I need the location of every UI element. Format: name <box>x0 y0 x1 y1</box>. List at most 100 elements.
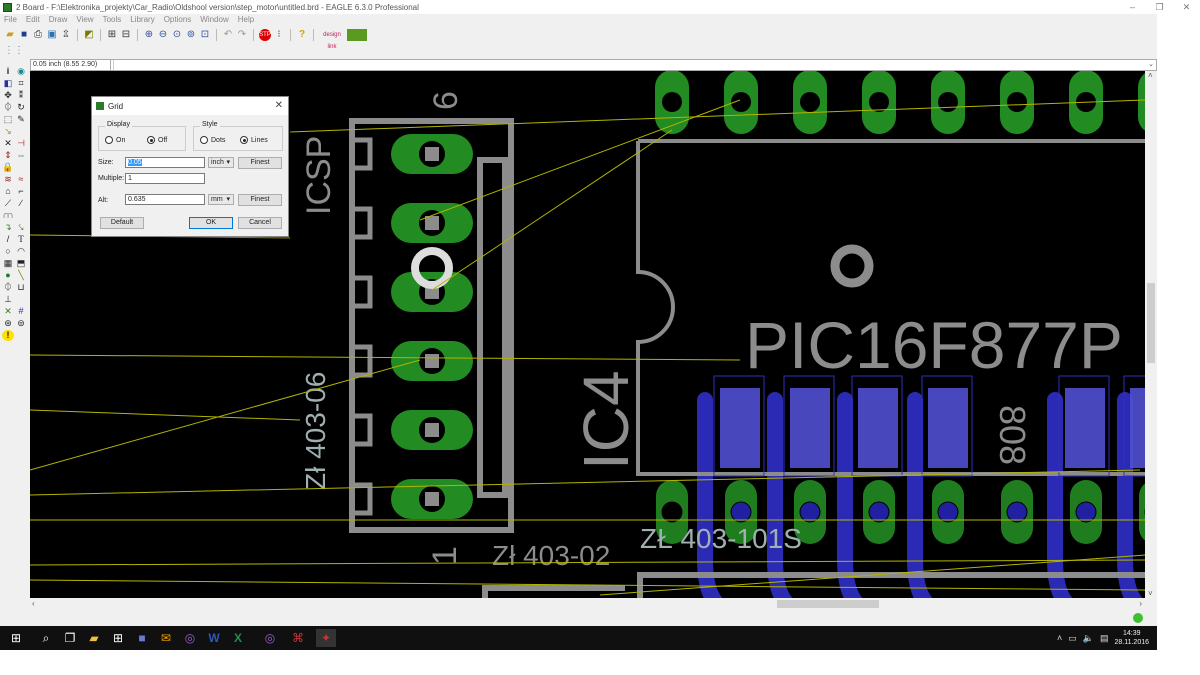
menu-draw[interactable]: Draw <box>48 15 68 24</box>
signal-icon[interactable]: ╲ <box>18 270 24 280</box>
zoom-select-icon[interactable]: ⊙ <box>172 29 182 40</box>
style-lines-radio[interactable]: Lines <box>240 136 268 144</box>
go-icon[interactable]: ⁝ <box>277 29 281 40</box>
copy-icon[interactable]: ⁑ <box>18 90 24 100</box>
menu-edit[interactable]: Edit <box>25 15 40 24</box>
cam-icon[interactable]: ▣ <box>47 29 57 40</box>
drc-icon[interactable]: ⊜ <box>17 318 25 328</box>
change-icon[interactable]: ✎ <box>17 114 25 124</box>
size-input[interactable]: 0.05 <box>125 157 205 168</box>
chrome-icon[interactable]: ◎ <box>184 631 196 645</box>
vertical-scrollbar[interactable]: ˄ ˅ <box>1145 71 1157 598</box>
mark-icon[interactable]: ⌗ <box>18 78 24 88</box>
show-icon[interactable]: ◉ <box>17 66 25 76</box>
size-finest-button[interactable]: Finest <box>238 157 282 169</box>
style-dots-radio[interactable]: Dots <box>200 136 225 144</box>
dimension-icon[interactable]: ⊥ <box>4 294 12 304</box>
scroll-up-icon[interactable]: ˄ <box>1148 71 1153 80</box>
board-icon[interactable]: ◩ <box>84 29 94 40</box>
wire-icon[interactable]: ⩋ <box>3 210 13 220</box>
display-off-radio[interactable]: Off <box>147 136 167 144</box>
smash-icon[interactable]: ≋ <box>4 174 12 184</box>
delete-icon[interactable]: ✕ <box>4 138 12 148</box>
errors-icon[interactable]: ! <box>2 330 14 341</box>
alt-unit-dropdown[interactable]: mm <box>208 194 234 205</box>
command-input[interactable] <box>113 60 1146 70</box>
tray-overflow-icon[interactable]: ˄ <box>1056 633 1063 643</box>
task-view-icon[interactable]: ❐ <box>64 631 76 645</box>
save-app-icon[interactable]: ■ <box>138 631 146 645</box>
move-icon[interactable]: ✥ <box>4 90 12 100</box>
cancel-button[interactable]: Cancel <box>238 217 282 229</box>
erc-icon[interactable]: ⊛ <box>4 318 12 328</box>
chrome-icon-2[interactable]: ◎ <box>264 631 276 645</box>
display-layers-icon[interactable]: ◧ <box>3 78 13 88</box>
clock[interactable]: 14:39 28.11.2016 <box>1114 629 1149 647</box>
multiple-input[interactable]: 1 <box>125 173 205 184</box>
menu-library[interactable]: Library <box>130 15 155 24</box>
ok-button[interactable]: OK <box>189 217 233 229</box>
lock-icon[interactable]: 🔒 <box>2 162 14 172</box>
arc-icon[interactable]: ◠ <box>17 246 25 256</box>
zoom-area-icon[interactable]: ⊡ <box>200 29 210 40</box>
ripup-icon[interactable]: ∕ <box>20 198 22 208</box>
add-icon[interactable]: ⊣ <box>17 138 25 148</box>
circle-icon[interactable]: ○ <box>5 246 11 256</box>
word-icon[interactable]: W <box>208 631 220 645</box>
dialog-close-icon[interactable]: ✕ <box>274 100 283 111</box>
command-history-dropdown[interactable]: ⌄ <box>1148 61 1154 68</box>
value-icon[interactable]: ⇔ <box>16 150 26 160</box>
alt-input[interactable]: 0.635 <box>125 194 205 205</box>
network-icon[interactable]: ▭ <box>1068 632 1077 643</box>
line-icon[interactable]: / <box>6 234 10 244</box>
store-icon[interactable]: ⊞ <box>112 631 124 645</box>
undo-icon[interactable]: ↶ <box>223 29 233 40</box>
menu-help[interactable]: Help <box>237 15 255 24</box>
redo-icon[interactable]: ↷ <box>237 29 247 40</box>
outlook-icon[interactable]: ✉ <box>160 631 172 645</box>
route-icon[interactable]: ⟋ <box>4 198 12 208</box>
scroll-left-icon[interactable]: ‹ <box>32 599 35 608</box>
display-on-radio[interactable]: On <box>105 136 125 144</box>
rotate-icon[interactable]: ↻ <box>17 102 25 112</box>
text-icon[interactable]: T <box>18 234 24 244</box>
rect-icon[interactable]: ▦ <box>3 258 13 268</box>
excel-icon[interactable]: X <box>233 631 242 645</box>
notifications-icon[interactable]: ▤ <box>1099 632 1109 643</box>
open-icon[interactable]: ▰ <box>6 29 14 40</box>
autorouter-icon[interactable]: # <box>18 306 24 316</box>
optimize-icon[interactable]: ⌂ <box>5 186 11 196</box>
restore-button[interactable]: ❐ <box>1155 2 1164 12</box>
menu-window[interactable]: Window <box>200 15 229 24</box>
stop-icon[interactable]: STP <box>259 29 271 41</box>
menu-options[interactable]: Options <box>163 15 192 24</box>
search-icon[interactable]: ⌕ <box>42 631 50 645</box>
script-icon[interactable]: ⇫ <box>61 29 71 40</box>
route-manual-icon[interactable]: ↴ <box>4 222 12 232</box>
zoom-out-icon[interactable]: ⊖ <box>158 29 168 40</box>
info-icon[interactable]: i <box>6 66 10 76</box>
horizontal-scroll-thumb[interactable] <box>777 600 879 608</box>
print-icon[interactable]: ⎙ <box>34 29 42 40</box>
alt-finest-button[interactable]: Finest <box>238 194 282 206</box>
file-explorer-icon[interactable]: ▰ <box>89 631 99 645</box>
scroll-down-icon[interactable]: ˅ <box>1148 589 1153 598</box>
help-icon[interactable]: ? <box>298 29 306 40</box>
ratsnest-icon[interactable]: ✕ <box>4 306 12 316</box>
scroll-right-icon[interactable]: › <box>1139 599 1142 608</box>
via-icon[interactable]: ● <box>5 270 11 280</box>
save-icon[interactable]: ■ <box>20 29 28 40</box>
minimize-button[interactable]: – <box>1129 2 1135 12</box>
polygon-icon[interactable]: ⬒ <box>16 258 26 268</box>
mirror-icon[interactable]: ⏀ <box>3 102 13 112</box>
horizontal-scrollbar[interactable]: ‹ › <box>30 598 1145 610</box>
acrobat-icon[interactable]: ⌘ <box>292 631 304 645</box>
group-icon[interactable]: ⬚ <box>3 114 13 124</box>
menu-view[interactable]: View <box>76 15 94 24</box>
vertical-scroll-thumb[interactable] <box>1147 283 1155 363</box>
menu-file[interactable]: File <box>4 15 17 24</box>
design-link-icon[interactable]: design link <box>323 32 341 50</box>
ripup-route-icon[interactable]: ⤥ <box>18 222 24 232</box>
default-button[interactable]: Default <box>100 217 144 229</box>
grid-icon[interactable]: ⋮⋮ <box>4 45 24 56</box>
